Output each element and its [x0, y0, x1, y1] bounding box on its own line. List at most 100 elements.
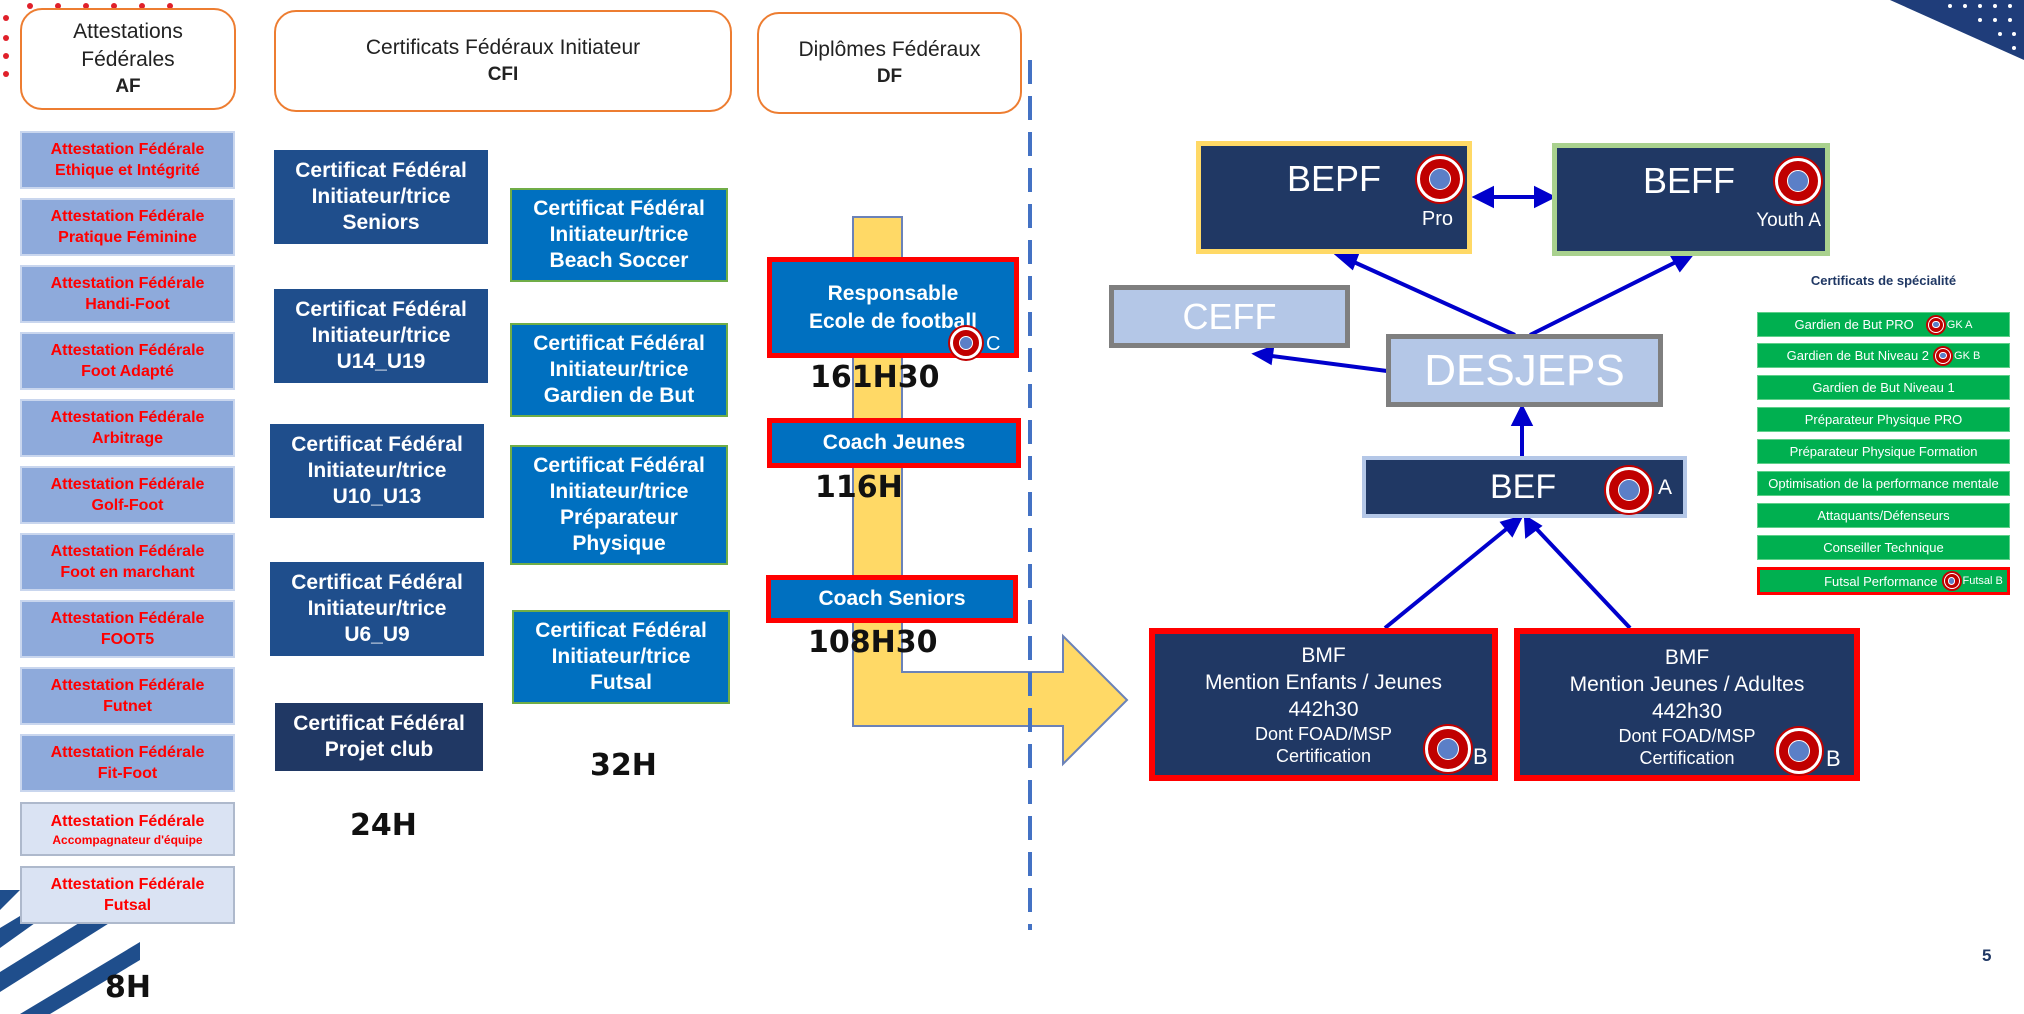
cfi-certificate: Certificat Fédéral Initiateur/trice Seni… — [274, 150, 488, 244]
attestation-line2: Handi-Foot — [85, 296, 170, 313]
df-ecole-box: Responsable Ecole de football C — [767, 257, 1019, 359]
uefa-logo-icon — [1425, 726, 1471, 772]
af-hours: 8H — [105, 970, 151, 1005]
bepf-box: BEPF Pro — [1196, 141, 1472, 254]
attestation-line2: Ethique et Intégrité — [55, 162, 200, 179]
attestation-line1: Attestation Fédérale — [50, 812, 205, 830]
bmf-enfants-jeunes-box: BMF Mention Enfants / Jeunes 442h30 Dont… — [1149, 628, 1498, 781]
specialite-item: Futsal Performance Futsal B — [1757, 567, 2010, 595]
specialite-label: Conseiller Technique — [1823, 540, 1944, 555]
bepf-title: BEPF — [1287, 158, 1382, 199]
cfi-certificate: Certificat Fédéral Initiateur/trice U14_… — [274, 289, 488, 383]
desjeps-box: DESJEPS — [1386, 334, 1663, 407]
df-coach-seniors-hours: 108H30 — [808, 625, 938, 660]
specialite-item: Attaquants/Défenseurs — [1757, 503, 2010, 528]
bmf-certification: Certification — [1275, 746, 1372, 766]
desjeps-ceff-connector — [1263, 353, 1388, 373]
attestation-line1: Attestation Fédérale — [50, 275, 205, 292]
bef-title: BEF — [1490, 468, 1557, 506]
df-ecole-hours: 161H30 — [810, 360, 940, 395]
attestation-line1: Attestation Fédérale — [50, 409, 205, 426]
desjeps-beff-connector — [1529, 256, 1685, 337]
specialite-tag: GK B — [1954, 349, 1981, 362]
desjeps-bepf-connector — [1344, 256, 1516, 337]
af-header-code: AF — [115, 76, 141, 97]
cfi-certificate: Certificat Fédéral Initiateur/trice U10_… — [270, 424, 484, 518]
bef-box: BEF A — [1362, 456, 1687, 518]
df-header: Diplômes Fédéraux DF — [757, 12, 1022, 114]
specialite-label: Gardien de But PRO — [1794, 317, 1914, 332]
uefa-logo-icon — [1927, 316, 1944, 333]
attestation-line1: Attestation Fédérale — [50, 744, 205, 761]
cfi-header-code: CFI — [487, 64, 519, 85]
top-right-dots-decoration — [1890, 0, 2024, 60]
cfi-certificate: Certificat Fédéral Projet club — [275, 703, 483, 771]
cfi-left-hours: 24H — [350, 808, 417, 843]
uefa-logo-icon — [1943, 573, 1960, 589]
ceff-box: CEFF — [1109, 285, 1350, 348]
attestation-line2: FOOT5 — [100, 631, 155, 648]
top-left-dots-decoration — [3, 3, 173, 77]
attestation-line1: Attestation Fédérale — [50, 543, 205, 560]
specialite-tag: Futsal B — [1962, 575, 2003, 587]
df-ecole-line2: Ecole de football — [808, 309, 978, 333]
df-coach-seniors-label: Coach Seniors — [818, 587, 966, 610]
attestation-line2: Foot en marchant — [60, 564, 195, 581]
specialite-label: Futsal Performance — [1824, 573, 1938, 589]
desjeps-title: DESJEPS — [1424, 345, 1625, 395]
bmf-foad: Dont FOAD/MSP — [1618, 726, 1756, 746]
specialite-label: Attaquants/Défenseurs — [1817, 508, 1950, 523]
cfi-certificate: Certificat Fédéral Initiateur/trice Gard… — [510, 323, 728, 417]
specialite-label: Préparateur Physique Formation — [1789, 444, 1978, 459]
specialite-item: Gardien de But Niveau 1 — [1757, 375, 2010, 400]
ceff-title: CEFF — [1182, 295, 1277, 337]
attestation-line1: Attestation Fédérale — [50, 208, 205, 225]
bmf-level: B — [1826, 746, 1841, 771]
bmf-duration: 442h30 — [1651, 700, 1723, 723]
cfi-certificate: Certificat Fédéral Initiateur/trice Futs… — [512, 610, 730, 704]
uefa-logo-icon — [1776, 728, 1822, 774]
attestation-line2: Fit-Foot — [97, 765, 158, 782]
df-header-code: DF — [876, 66, 903, 87]
beff-level: Youth A — [1756, 210, 1821, 231]
specialite-item: Préparateur Physique Formation — [1757, 439, 2010, 464]
cfi-certificate: Certificat Fédéral Initiateur/trice Beac… — [510, 188, 728, 282]
bmf1-bef-connector — [1383, 520, 1517, 630]
cfi-header-title: Certificats Fédéraux Initiateur — [365, 36, 641, 59]
attestation-line2: Arbitrage — [91, 430, 164, 447]
df-ecole-line1: Responsable — [827, 281, 959, 305]
specialite-item: Optimisation de la performance mentale — [1757, 471, 2010, 496]
bmf-foad: Dont FOAD/MSP — [1254, 724, 1393, 744]
df-coach-jeunes-box: Coach Jeunes — [767, 418, 1021, 468]
attestation-line2: Foot Adapté — [81, 363, 174, 380]
bmf-level: B — [1473, 744, 1488, 769]
attestation-line2: Futnet — [103, 698, 152, 715]
attestation-line2: Pratique Féminine — [58, 229, 197, 246]
uefa-logo-icon — [1417, 156, 1463, 202]
af-header: Attestations Fédérales AF — [20, 8, 236, 110]
uefa-logo-icon — [1775, 158, 1821, 204]
attestation-line1: Attestation Fédérale — [50, 677, 205, 694]
bmf-duration: 442h30 — [1288, 698, 1359, 721]
df-coach-jeunes-label: Coach Jeunes — [822, 431, 966, 454]
bmf-certification: Certification — [1639, 748, 1735, 768]
df-coach-jeunes-hours: 116H — [815, 470, 903, 505]
specialite-label: Préparateur Physique PRO — [1804, 412, 1963, 427]
bef-level: A — [1658, 476, 1673, 499]
attestation-line1: Attestation Fédérale — [50, 342, 205, 359]
bmf-jeunes-adultes-box: BMF Mention Jeunes / Adultes 442h30 Dont… — [1514, 628, 1860, 781]
uefa-logo-icon — [1935, 347, 1952, 364]
attestation-line1: Attestation Fédérale — [50, 610, 205, 627]
